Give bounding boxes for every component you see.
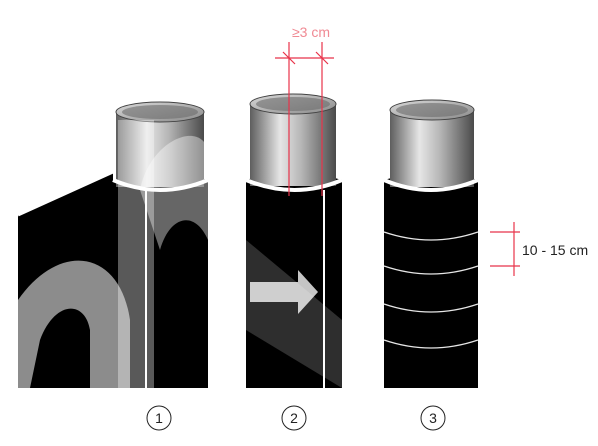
right-arrow-icon <box>250 270 318 314</box>
step-number: 1 <box>155 410 163 426</box>
insulation-tube <box>246 172 342 388</box>
pipe-body <box>390 110 474 187</box>
step-marker-3: 3 <box>420 405 446 431</box>
insulation-tube <box>384 172 478 388</box>
step-marker-1: 1 <box>146 405 172 431</box>
overlap-dimension <box>275 42 334 196</box>
tape-wraps <box>383 231 479 349</box>
pipe-body <box>116 112 204 187</box>
step-marker-2: 2 <box>281 405 307 431</box>
step-number: 2 <box>290 410 298 426</box>
sheet-edge-highlight <box>17 170 114 217</box>
panel-1 <box>17 101 209 388</box>
panel-3: 10 - 15 cm <box>383 99 588 388</box>
insulation-tube <box>113 172 208 388</box>
tube-collar <box>112 178 209 192</box>
tube-collar <box>383 178 479 192</box>
spacing-dimension <box>490 222 520 276</box>
tube-collar <box>245 178 343 192</box>
overlap-dimension-label: ≥3 cm <box>292 24 330 40</box>
watermark-logo <box>18 260 130 388</box>
spacing-dimension-label: 10 - 15 cm <box>522 242 588 258</box>
pipe-body <box>250 104 336 186</box>
panel-2: ≥3 cm <box>245 24 343 388</box>
step-number: 3 <box>429 410 437 426</box>
